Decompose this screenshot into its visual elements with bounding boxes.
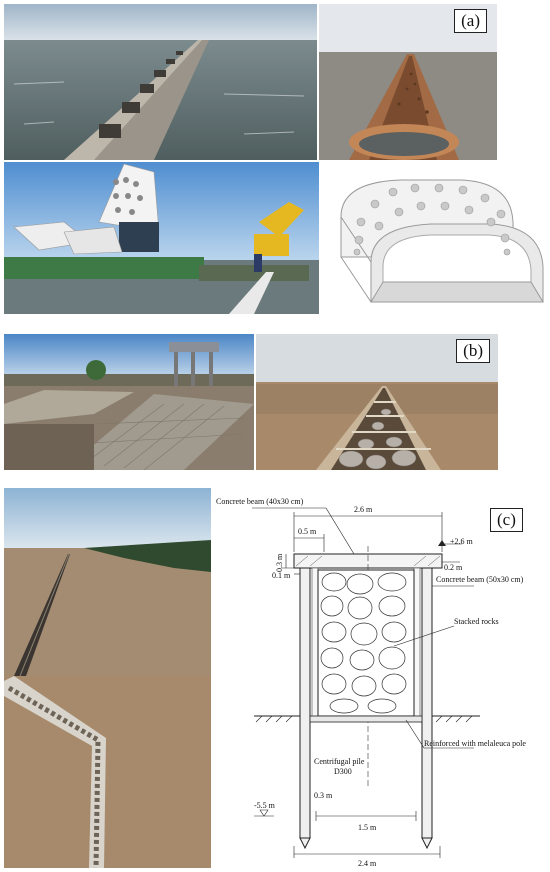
photo-rock-filled-breakwater: (b)	[256, 334, 498, 470]
label-dim-05: 0.5 m	[298, 527, 317, 536]
panel-label-a: (a)	[454, 9, 487, 33]
label-width-bottom: 2.4 m	[358, 859, 377, 868]
left-pile	[299, 567, 311, 839]
label-elev-top: +2.6 m	[450, 537, 474, 546]
label-beam-top: Concrete beam (40x30 cm)	[216, 497, 304, 506]
label-elev-bottom: -5.5 m	[254, 801, 276, 810]
model-3d-tunnel-unit	[321, 162, 550, 314]
label-rocks: Stacked rocks	[454, 617, 499, 626]
panel-label-b: (b)	[456, 339, 490, 363]
photo-breakwater-sea	[4, 4, 317, 160]
label-pile-1: Centrifugal pile	[314, 757, 365, 766]
label-dim-01: 0.1 m	[272, 571, 291, 580]
photo-construction-barge	[4, 162, 319, 314]
label-dim-03: 0.3 m	[275, 553, 284, 572]
photo-pipe-breakwater: (a)	[319, 4, 497, 160]
photo-aerial-top-view	[4, 676, 211, 868]
label-dim-02: 0.2 m	[444, 563, 463, 572]
label-beam-side: Concrete beam (50x30 cm)	[436, 575, 524, 584]
photo-aerial-breakwater-line	[4, 488, 211, 676]
label-width-inner: 1.5 m	[358, 823, 377, 832]
label-width-top: 2.6 m	[354, 505, 373, 514]
label-melaleuca: Reinforced with melaleuca pole	[424, 739, 526, 748]
cross-section-drawing: Concrete beam (40x30 cm) 2.6 m 0.5 m +2.…	[214, 486, 550, 870]
panel-label-c: (c)	[490, 508, 523, 532]
label-dim-03b: 0.3 m	[314, 791, 333, 800]
label-pile-2: D300	[334, 767, 352, 776]
photo-sluice-gate-dike	[4, 334, 254, 470]
right-pile	[421, 567, 433, 839]
